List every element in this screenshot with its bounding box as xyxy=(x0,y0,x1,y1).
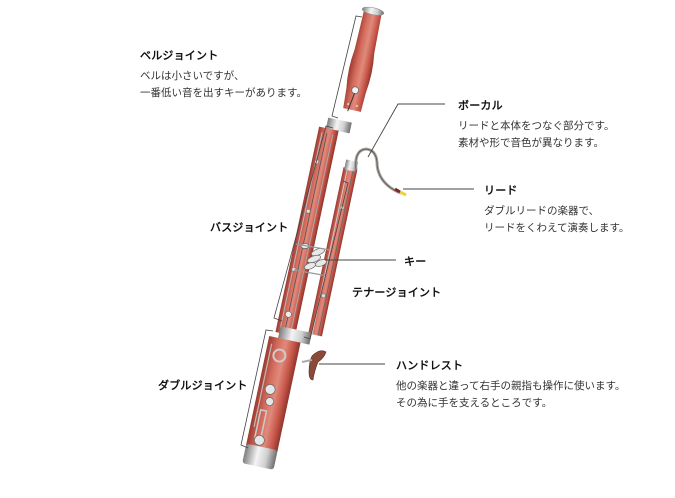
hand-rest-description: 他の楽器と違って右手の親指も操作に使います。 その為に手を支えるところです。 xyxy=(396,378,625,412)
hand-rest-desc-line-2: その為に手を支えるところです。 xyxy=(396,397,553,409)
double-joint-body xyxy=(242,336,301,470)
reed-description: ダブルリードの楽器で、 リードをくわえて演奏します。 xyxy=(484,203,629,237)
reed-desc-line-2: リードをくわえて演奏します。 xyxy=(484,222,630,234)
bell-joint-body xyxy=(343,6,385,112)
bell-joint-desc-line-1: ベルは小さいですが、 xyxy=(140,70,245,82)
bass-joint-title: バスジョイント xyxy=(210,221,289,234)
lower-ring xyxy=(278,326,312,345)
key-cluster xyxy=(293,243,331,277)
reed-desc-line-1: ダブルリードの楽器で、 xyxy=(484,205,600,217)
bell-joint-desc-line-2: 一番低い音を出すキーがあります。 xyxy=(140,87,307,99)
bracket-lines xyxy=(240,15,363,449)
keys-title: キー xyxy=(404,255,427,268)
hand-rest-shape xyxy=(308,350,327,381)
bocal-desc-line-2: 素材や形で音色が異なります。 xyxy=(458,137,604,149)
leader-lines xyxy=(319,103,474,365)
bell-joint-title: ベルジョイント xyxy=(140,49,219,62)
hand-rest-title: ハンドレスト xyxy=(396,359,464,372)
bocal-title: ボーカル xyxy=(458,99,503,112)
hand-rest-desc-line-1: 他の楽器と違って右手の親指も操作に使います。 xyxy=(396,380,626,392)
tenor-joint-title: テナージョイント xyxy=(352,286,442,299)
bell-joint-description: ベルは小さいですが、 一番低い音を出すキーがあります。 xyxy=(140,68,307,102)
bocal-desc-line-1: リードと本体をつなぐ部分です。 xyxy=(458,120,615,132)
double-joint-title: ダブルジョイント xyxy=(158,379,248,392)
reed-title: リード xyxy=(484,184,518,197)
bell-ring xyxy=(326,117,352,134)
bocal-description: リードと本体をつなぐ部分です。 素材や形で音色が異なります。 xyxy=(458,118,614,152)
reed-shape xyxy=(394,187,401,194)
